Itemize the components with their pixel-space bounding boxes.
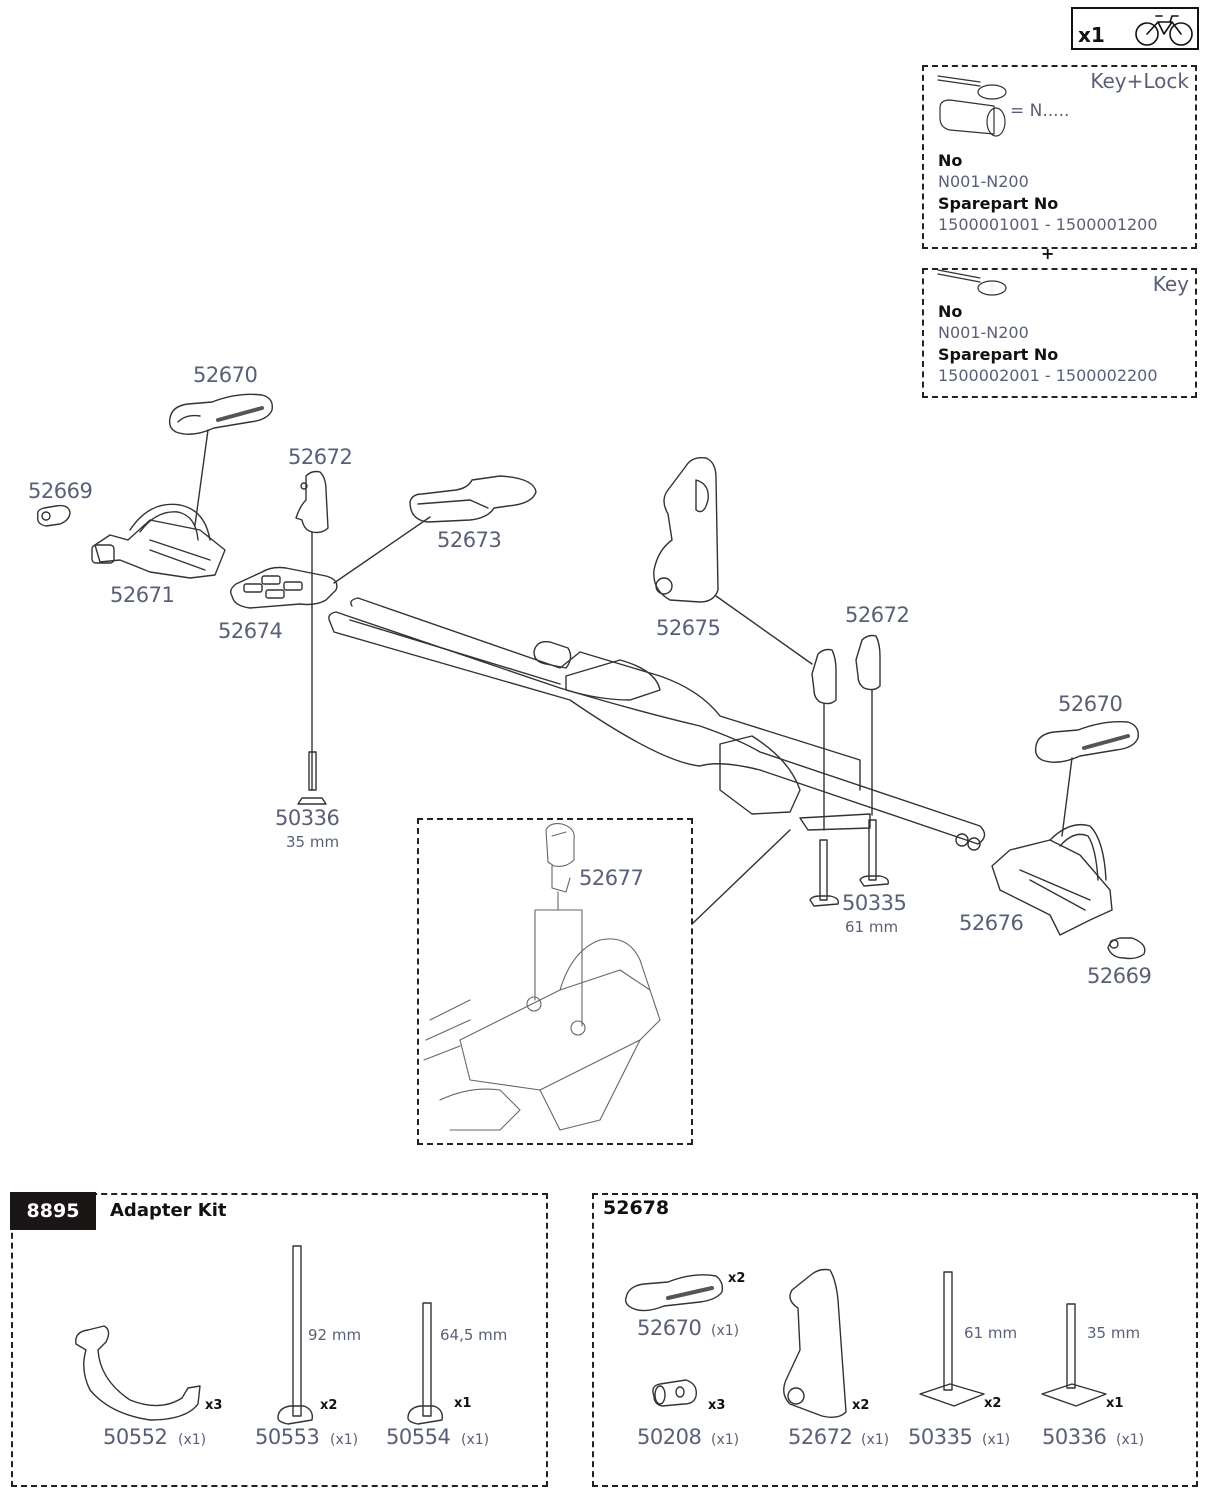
item-pack: (x1) [461, 1432, 490, 1448]
end-cap-icon [1107, 937, 1146, 960]
tray-pad-icon [409, 475, 537, 523]
strap-part-icon [624, 1274, 724, 1312]
item-size: 64,5 mm [440, 1326, 508, 1344]
bike-count-box: x1 [1071, 7, 1199, 50]
item-pack: (x1) [330, 1432, 359, 1448]
key-lock-info-box: Key+Lock = N..... No N001-N200 Sparepart… [922, 65, 1197, 249]
item-qty: x2 [984, 1396, 1002, 1411]
small-cover-icon [783, 1268, 847, 1419]
item-part: 50335 [908, 1425, 973, 1449]
end-cap-icon [36, 504, 71, 527]
key-title: Key [1152, 272, 1189, 296]
item-pack: (x1) [178, 1432, 207, 1448]
adapter-kit-box [11, 1193, 548, 1487]
item-qty: x3 [205, 1398, 223, 1413]
lock-cylinder-icon [939, 99, 1006, 137]
t-bolt-icon [1041, 1303, 1107, 1407]
item-pack: (x1) [861, 1432, 890, 1448]
key-info-box: Key No N001-N200 Sparepart No 1500002001… [922, 268, 1197, 398]
leader-line [715, 595, 813, 665]
part-label: 52672 [288, 445, 353, 469]
plus-sign: + [1041, 244, 1055, 263]
item-qty: x2 [852, 1398, 870, 1413]
item-size: 92 mm [308, 1326, 362, 1344]
wheel-holder-icon [91, 503, 226, 579]
part-label: 52676 [959, 911, 1024, 935]
sparepart-label: Sparepart No [938, 194, 1059, 213]
item-part: 50208 [637, 1425, 702, 1449]
base-plate-icon [229, 566, 338, 609]
item-qty: x1 [1106, 1396, 1124, 1411]
lock-code: = N..... [1010, 101, 1070, 121]
lock-detail-drawing [423, 823, 661, 1131]
item-part: 52672 [788, 1425, 853, 1449]
item-qty: x2 [320, 1398, 338, 1413]
strap-part-icon [1034, 720, 1139, 763]
part-size: 61 mm [845, 918, 899, 936]
no-value: N001-N200 [938, 172, 1029, 191]
sparepart-value: 1500001001 - 1500001200 [938, 215, 1158, 234]
part-label: 50336 [275, 806, 340, 830]
t-bolt-icon [919, 1271, 985, 1407]
key-icon [937, 75, 1007, 100]
item-part: 50553 [255, 1425, 320, 1449]
medium-bolt-icon [407, 1302, 444, 1425]
item-pack: (x1) [711, 1323, 740, 1339]
item-part: 52670 [637, 1316, 702, 1340]
leader-line [333, 516, 431, 584]
part-label: 52672 [845, 603, 910, 627]
part-label: 52669 [28, 479, 93, 503]
part-label: 52671 [110, 583, 175, 607]
strap-part-icon [168, 393, 273, 435]
main-rail-icon [328, 597, 986, 851]
t-bolt-icon [297, 751, 327, 805]
item-part: 50552 [103, 1425, 168, 1449]
item-part: 50336 [1042, 1425, 1107, 1449]
item-pack: (x1) [982, 1432, 1011, 1448]
sparepart-label: Sparepart No [938, 345, 1059, 364]
item-qty: x2 [728, 1271, 746, 1286]
lock-detail-inset [417, 818, 693, 1145]
part-label: 52674 [218, 619, 283, 643]
long-bolt-icon [277, 1245, 314, 1425]
key-lock-title: Key+Lock [1090, 69, 1189, 93]
leader-line [1061, 757, 1073, 837]
leader-line [194, 429, 209, 526]
part-label: 52670 [193, 363, 258, 387]
part-size: 35 mm [286, 833, 340, 851]
no-label: No [938, 302, 963, 321]
part-label: 52675 [656, 616, 721, 640]
bike-count: x1 [1078, 23, 1105, 47]
spare-kit-title: 52678 [603, 1197, 670, 1219]
item-pack: (x1) [711, 1432, 740, 1448]
part-label: 52673 [437, 528, 502, 552]
bicycle-icon [1135, 15, 1193, 46]
small-cover-icon [811, 634, 881, 705]
leader-line [691, 829, 791, 925]
pin-sleeve-icon [652, 1379, 697, 1407]
spare-kit-box [592, 1193, 1198, 1487]
no-label: No [938, 151, 963, 170]
part-label: 52670 [1058, 692, 1123, 716]
adapter-kit-title: Adapter Kit [110, 1200, 227, 1221]
key-icon [937, 269, 1007, 296]
small-cover-icon [295, 470, 329, 534]
part-label: 52669 [1087, 964, 1152, 988]
adapter-kit-badge: 8895 [10, 1192, 96, 1230]
part-label: 52677 [579, 866, 644, 890]
item-part: 50554 [386, 1425, 451, 1449]
item-qty: x1 [454, 1396, 472, 1411]
wheel-holder-icon [991, 823, 1113, 936]
item-qty: x3 [708, 1398, 726, 1413]
adapter-hook-icon [75, 1325, 201, 1421]
part-label: 50335 [842, 891, 907, 915]
t-bolt-icon [809, 819, 890, 907]
item-size: 35 mm [1087, 1324, 1141, 1342]
sparepart-value: 1500002001 - 1500002200 [938, 366, 1158, 385]
frame-cover-icon [653, 456, 719, 603]
no-value: N001-N200 [938, 323, 1029, 342]
item-size: 61 mm [964, 1324, 1018, 1342]
item-pack: (x1) [1116, 1432, 1145, 1448]
